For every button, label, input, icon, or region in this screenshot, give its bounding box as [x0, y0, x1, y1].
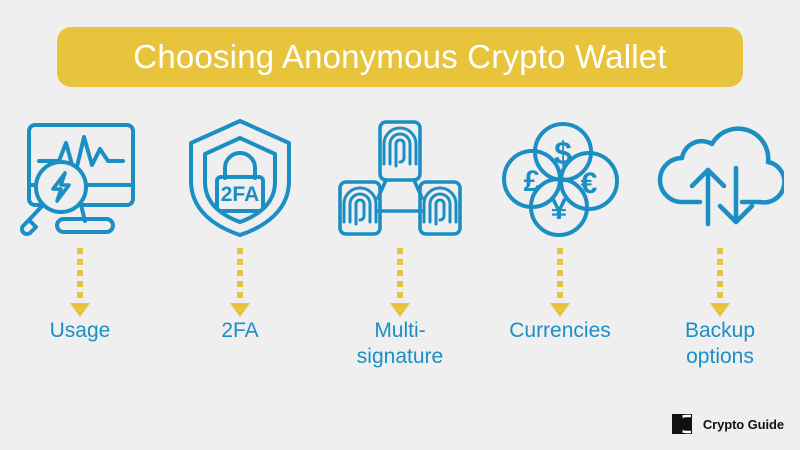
currency-coins-icon: $ £ € ¥ [502, 122, 619, 237]
brand-logo: Crypto Guide [671, 412, 784, 436]
shield-2fa-lock-icon: 2FA [189, 119, 291, 237]
dotted-down-arrow-backup-options [710, 248, 730, 317]
step-label-2fa: 2FA [221, 318, 258, 344]
monitor-pulse-magnifier-icon [20, 123, 135, 236]
step-label-line: Currencies [509, 319, 611, 342]
icon-container-usage [15, 112, 145, 244]
dotted-down-arrow-multi-signature [390, 248, 410, 317]
shield-2fa-text: 2FA [221, 183, 260, 206]
crypto-guide-logo-mark [671, 414, 692, 434]
steps-row: Usage 2FA [0, 112, 800, 412]
title-banner: Choosing Anonymous Crypto Wallet [57, 27, 743, 87]
icon-container-backup-options [656, 112, 784, 244]
step-column-backup-options: Backup options [640, 112, 800, 412]
step-column-currencies: $ £ € ¥ [480, 112, 640, 412]
fingerprint-network-icon [338, 120, 462, 236]
dotted-down-arrow-2fa [230, 248, 250, 317]
arrow-container-backup-options [708, 244, 732, 318]
currency-symbol-dollar: $ [554, 135, 572, 171]
step-label-backup-options: Backup options [685, 318, 755, 370]
step-column-multi-signature: Multi- signature [320, 112, 480, 412]
icon-container-multi-signature [338, 112, 462, 244]
brand-logo-text: Crypto Guide [702, 416, 784, 432]
arrow-container-multi-signature [388, 244, 412, 318]
page-title: Choosing Anonymous Crypto Wallet [133, 38, 667, 75]
step-label-currencies: Currencies [509, 318, 611, 344]
icon-container-2fa: 2FA [181, 112, 299, 244]
arrow-container-currencies [548, 244, 572, 318]
step-label-line: Backup [684, 319, 756, 342]
dotted-down-arrow-currencies [550, 248, 570, 317]
step-column-usage: Usage [0, 112, 160, 412]
step-label-line: options [686, 345, 754, 368]
step-label-multi-signature: Multi- signature [357, 318, 443, 370]
step-label-line: Usage [49, 319, 111, 342]
cloud-sync-arrows-icon [657, 126, 784, 227]
step-label-line: Multi- [374, 319, 426, 342]
icon-container-currencies: $ £ € ¥ [501, 112, 619, 244]
step-column-2fa: 2FA 2FA [160, 112, 320, 412]
currency-symbol-pound: £ [524, 165, 541, 198]
step-label-line: 2FA [221, 319, 259, 342]
step-label-usage: Usage [50, 318, 111, 344]
arrow-container-usage [68, 244, 92, 318]
arrow-container-2fa [228, 244, 252, 318]
dotted-down-arrow-usage [70, 248, 90, 317]
currency-symbol-yen: ¥ [551, 193, 568, 226]
currency-symbol-euro: € [581, 167, 598, 200]
step-label-line: signature [356, 345, 444, 368]
